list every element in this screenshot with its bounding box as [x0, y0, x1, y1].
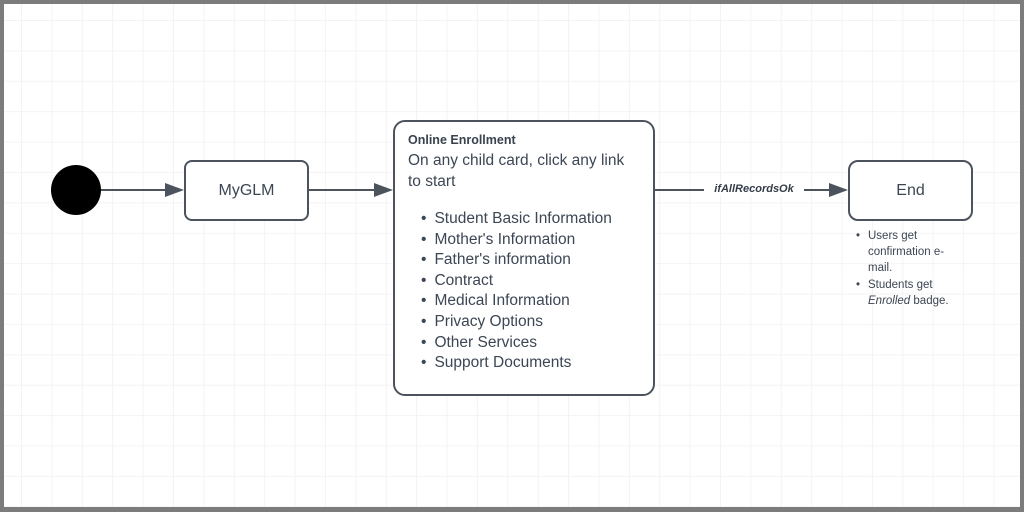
note-item: Users get confirmation e-mail.	[856, 228, 952, 277]
list-item: Other Services	[421, 333, 641, 354]
list-item: Medical Information	[421, 291, 641, 312]
start-state-node[interactable]	[51, 165, 101, 215]
list-item: Mother's Information	[421, 230, 641, 251]
list-item: Father's information	[421, 250, 641, 271]
enrollment-title: Online Enrollment	[408, 133, 516, 147]
enrollment-description: On any child card, click any link to sta…	[408, 152, 625, 190]
arrowhead-enrollment	[374, 183, 393, 197]
end-node[interactable]: End	[848, 160, 973, 221]
note-item: Students get Enrolled badge.	[856, 277, 952, 309]
edge-condition-label: ifAllRecordsOk	[704, 183, 804, 195]
list-item: Student Basic Information	[421, 209, 641, 230]
list-item: Contract	[421, 271, 641, 292]
end-label: End	[896, 181, 925, 199]
online-enrollment-node[interactable]: Online Enrollment On any child card, cli…	[393, 120, 655, 396]
myglm-label: MyGLM	[218, 181, 275, 199]
arrowhead-end	[829, 183, 848, 197]
myglm-node[interactable]: MyGLM	[184, 160, 309, 221]
enrollment-link-list: Student Basic Information Mother's Infor…	[408, 209, 641, 374]
list-item: Privacy Options	[421, 312, 641, 333]
end-notes: Users get confirmation e-mail. Students …	[856, 228, 960, 309]
arrowhead-myglm	[165, 183, 184, 197]
list-item: Support Documents	[421, 353, 641, 374]
